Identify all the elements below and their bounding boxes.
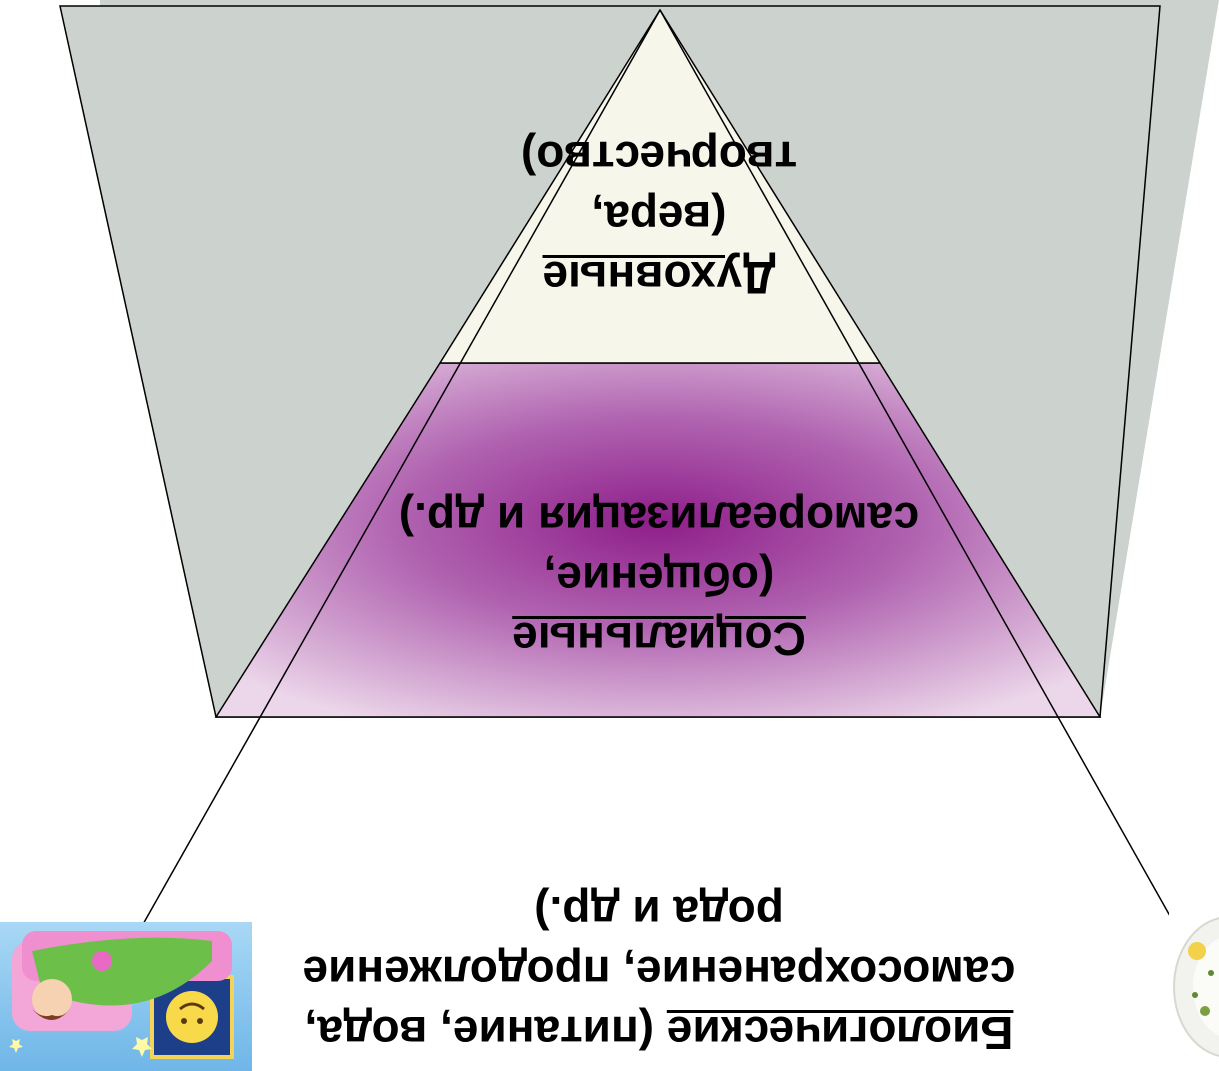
tier-biological-line-3: рода и др.) [534, 887, 784, 939]
sleeping-child-in-bed-icon [0, 922, 252, 1071]
tier-social-text: Социальные (общение, самореализация и др… [259, 489, 1059, 669]
tier-biological-heading: Биологические [666, 1007, 1014, 1059]
tier-biological-line-1: (питание, вода, [304, 1007, 667, 1059]
food-plate-icon [1169, 907, 1219, 1071]
tier-biological-text: Биологические (питание, вода, самосохран… [159, 883, 1159, 1063]
tier-spiritual-heading: Духовные [542, 252, 776, 304]
tier-spiritual-line-2: творчество) [520, 132, 798, 184]
tier-social-line-2: самореализация и др.) [398, 493, 920, 545]
tier-spiritual-shape [438, 8, 882, 364]
pyramid-right-edge [659, 9, 1219, 1004]
pyramid-left-edge [59, 9, 661, 1071]
tier-social-heading: Социальные [512, 613, 806, 665]
tier-social-line-1: (общение, [543, 553, 775, 605]
tier-spiritual-text: Духовные (вера, творчество) [459, 128, 859, 308]
tier-spiritual-line-1: (вера, [591, 192, 727, 244]
tier-biological-line-2: самосохранение, продолжение [302, 947, 1016, 999]
